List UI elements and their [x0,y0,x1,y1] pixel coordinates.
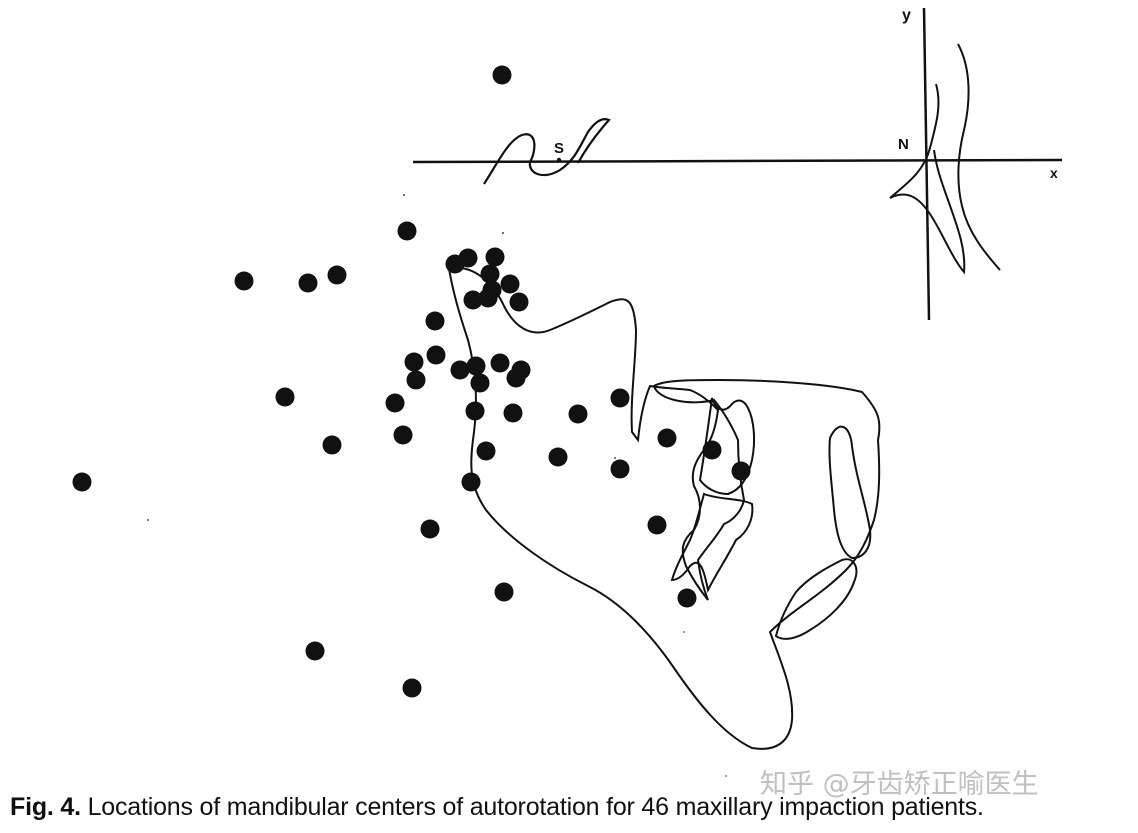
watermark: 知乎 @牙齿矫正喻医生 [760,769,1039,800]
figure-caption: Fig. 4. Locations of mandibular centers … [10,793,984,822]
scatter-point [466,356,486,376]
scatter-point [470,373,490,393]
scatter-point [610,388,630,408]
scatter-point [702,440,722,460]
scatter-point [494,582,514,602]
scatter-point [385,393,405,413]
nasion-bone-outline [889,83,966,275]
scatter-point [647,515,667,535]
scatter-point [511,360,531,380]
x-axis-label: x [1050,165,1058,181]
scatter-point [406,370,426,390]
incisor-outline [828,425,872,560]
scatter-point [426,345,446,365]
scan-speck [403,194,405,196]
scan-speck [502,232,504,234]
lower-tooth-outline [670,492,754,594]
x-axis [412,158,1063,164]
scatter-point [463,290,483,310]
scatter-point [404,352,424,372]
y-axis [922,7,931,321]
scan-speck [725,775,727,777]
scatter-point [461,472,481,492]
scatter-point [548,447,568,467]
scatter-point [425,311,445,331]
scatter-point [393,425,413,445]
scatter-point [731,461,751,481]
scatter-point [503,403,523,423]
scatter-point [482,280,502,300]
caption-text: Locations of mandibular centers of autor… [87,793,984,821]
scatter-point [610,459,630,479]
mandible-outline [446,260,881,750]
scatter-point [485,247,505,267]
scan-speck [147,519,149,521]
scatter-point [476,441,496,461]
scatter-point [275,387,295,407]
scan-speck [614,457,616,459]
scan-speck [683,631,685,633]
sella-outline [483,118,611,185]
scatter-point [305,641,325,661]
scatter-point [492,65,512,85]
soft-tissue-profile [957,43,1001,271]
scatter-point [298,273,318,293]
scatter-point [465,401,485,421]
nasion-label: N [898,136,909,153]
scatter-point [490,353,510,373]
scatter-point [397,221,417,241]
sella-point [556,157,562,163]
scatter-point [500,274,520,294]
scatter-point [234,271,254,291]
scatter-point [72,472,92,492]
scatter-point [657,428,677,448]
scatter-point [480,264,500,284]
scatter-point [568,404,588,424]
scatter-point [450,360,470,380]
scatter-point [322,435,342,455]
scatter-point [402,678,422,698]
scatter-point [509,292,529,312]
y-axis-label: y [902,7,911,24]
scatter-point [420,519,440,539]
upper-tooth-outline [698,397,756,496]
sella-label: S [554,140,564,157]
scatter-point [327,265,347,285]
caption-label: Fig. 4. [10,793,81,821]
scatter-point [677,588,697,608]
scatter-points [72,65,751,698]
chin-contour [774,558,858,640]
scatter-point [458,248,478,268]
